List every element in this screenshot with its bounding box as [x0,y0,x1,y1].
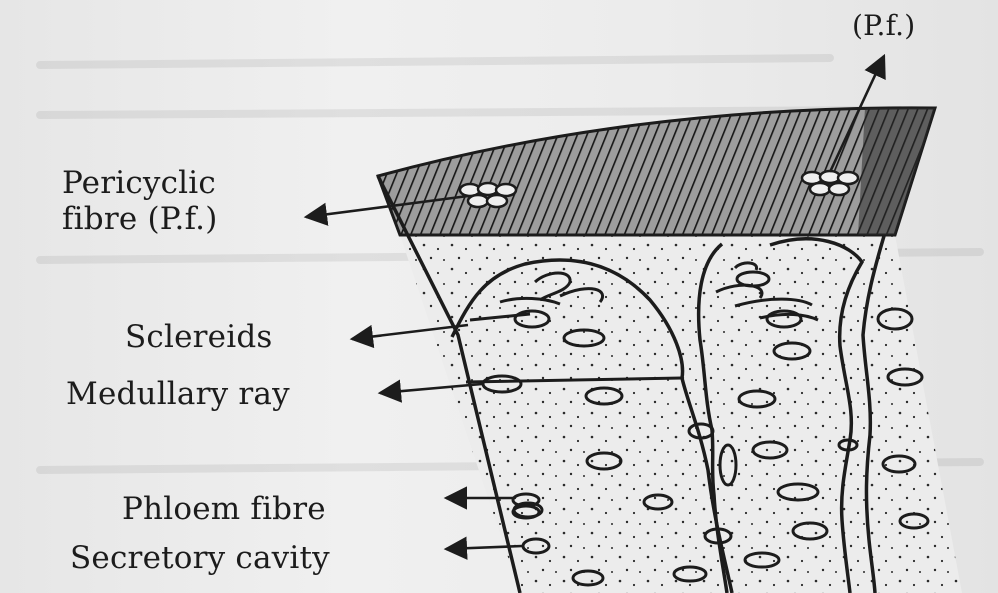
pericyclic-fibre-label-line2: fibre (P.f.) [62,202,218,238]
pericyclic-fibre-label-line1: Pericyclic [62,166,218,202]
secretory-cavity-label: Secretory cavity [70,541,330,577]
sclereids-label: Sclereids [125,320,273,356]
pericyclic-fibre-cluster-left [460,183,516,207]
pericyclic-fibre-cluster-right [802,171,858,195]
phloem-fibre-label: Phloem fibre [122,492,326,528]
pericyclic-fibre-top-label: (P.f.) [852,10,915,42]
pericyclic-fibre-label: Pericyclic fibre (P.f.) [62,166,218,237]
medullary-ray-label: Medullary ray [66,377,290,413]
pericyclic-fibre-band-dark-edge [858,108,935,235]
